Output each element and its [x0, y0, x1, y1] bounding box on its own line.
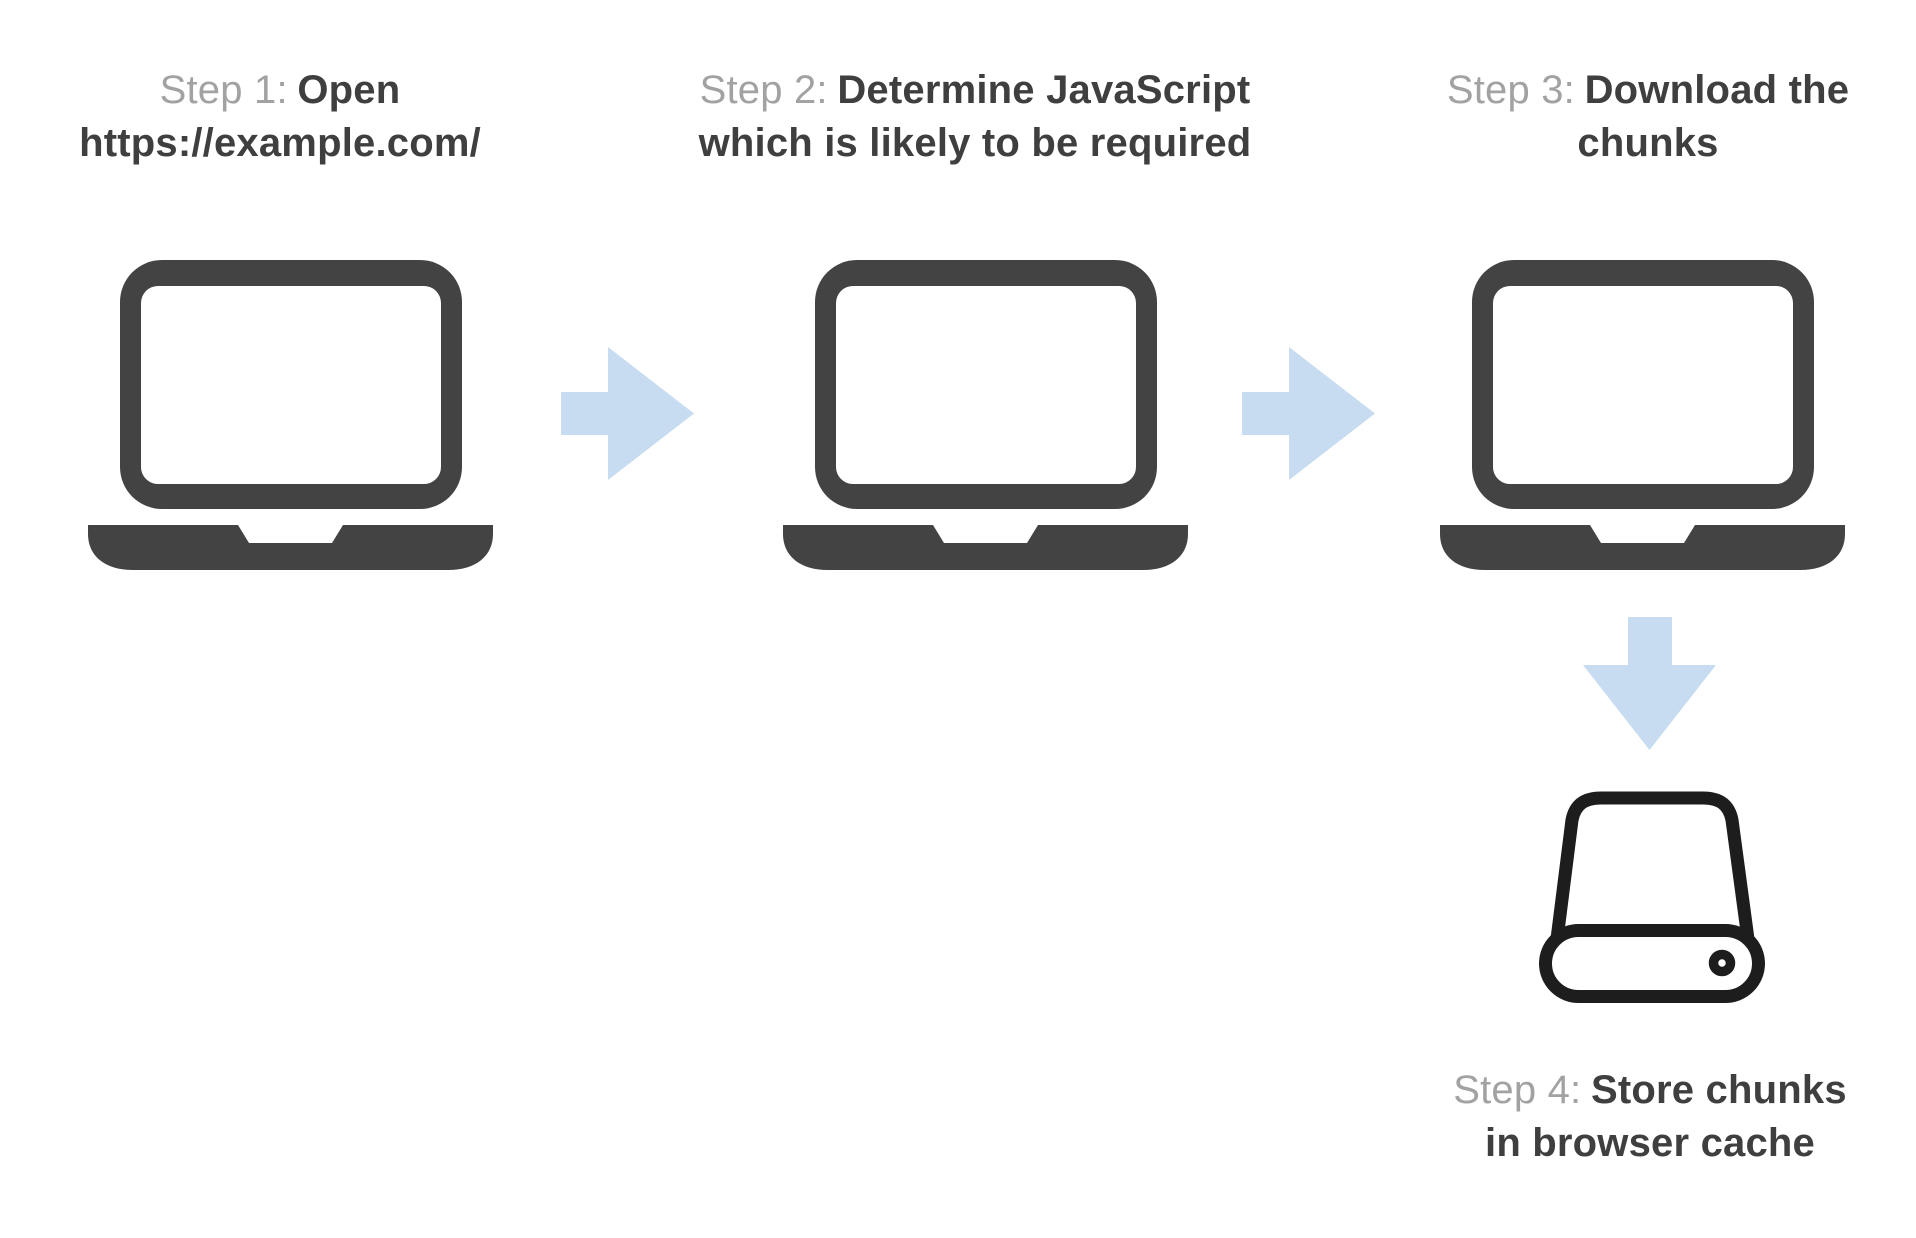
- step-1-prefix: Step 1:: [159, 68, 288, 112]
- step-4-prefix: Step 4:: [1453, 1068, 1582, 1112]
- step-3-prefix: Step 3:: [1446, 68, 1575, 112]
- step-2-caption: Step 2:Determine JavaScript which is lik…: [665, 64, 1285, 170]
- caption-line: Step 1:Open: [25, 64, 535, 117]
- caption-line: in browser cache: [1400, 1117, 1900, 1170]
- step-3-caption: Step 3:Download the chunks: [1398, 64, 1898, 170]
- step-4-label: Store chunks: [1590, 1068, 1847, 1112]
- caption-line: Step 3:Download the: [1398, 64, 1898, 117]
- step-3-label-line2: chunks: [1577, 121, 1719, 165]
- arrow-down-icon: [1583, 617, 1716, 750]
- caption-line: Step 2:Determine JavaScript: [665, 64, 1285, 117]
- caption-line: which is likely to be required: [665, 117, 1285, 170]
- laptop-icon-step-2: [783, 260, 1188, 570]
- caption-line: chunks: [1398, 117, 1898, 170]
- step-2-label-line2: which is likely to be required: [698, 121, 1252, 165]
- step-4-caption: Step 4:Store chunks in browser cache: [1400, 1064, 1900, 1170]
- step-2-prefix: Step 2:: [699, 68, 828, 112]
- step-1-caption: Step 1:Open https://example.com/: [25, 64, 535, 170]
- caption-line: https://example.com/: [25, 117, 535, 170]
- step-1-url: https://example.com/: [79, 121, 481, 165]
- caption-line: Step 4:Store chunks: [1400, 1064, 1900, 1117]
- step-3-label: Download the: [1584, 68, 1850, 112]
- step-1-label: Open: [297, 68, 401, 112]
- laptop-icon-step-1: [88, 260, 493, 570]
- arrow-right-icon-1: [561, 347, 694, 480]
- step-4-label-line2: in browser cache: [1485, 1121, 1815, 1165]
- hard-drive-icon: [1539, 791, 1765, 1003]
- laptop-icon-step-3: [1440, 260, 1845, 570]
- step-2-label: Determine JavaScript: [837, 68, 1251, 112]
- arrow-right-icon-2: [1242, 347, 1375, 480]
